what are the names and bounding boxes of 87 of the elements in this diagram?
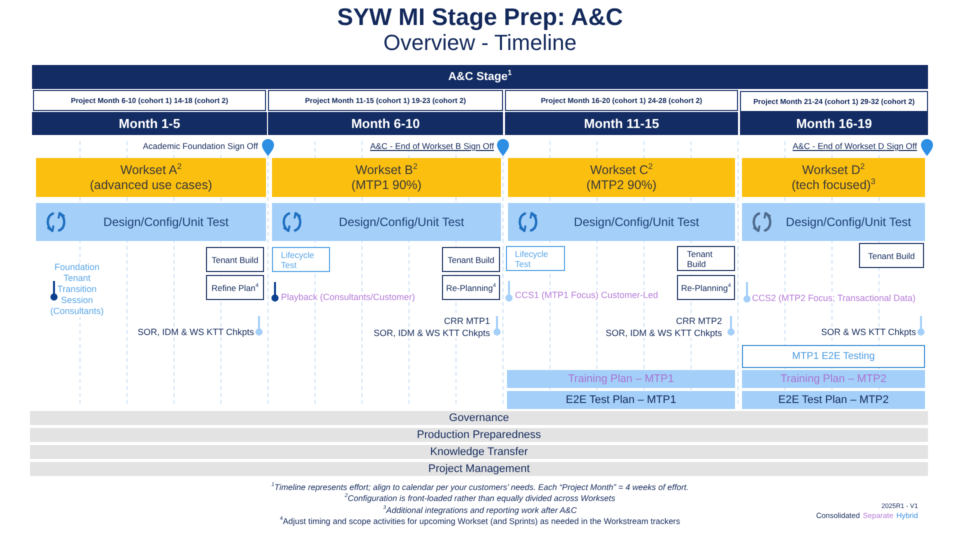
task-text: Tenant Build	[868, 250, 915, 260]
workstream-text: Knowledge Transfer	[430, 446, 528, 458]
milestone-link: A&C - End of Workset D Sign Off	[792, 141, 917, 151]
workset-title: Workset C$^{2}$	[590, 162, 653, 178]
plan-text: Training Plan – MTP2	[780, 373, 886, 385]
plan-bar	[742, 391, 925, 409]
checkpoint-text: SOR & WS KTT Chkpts	[821, 327, 916, 337]
testing-box	[742, 345, 925, 368]
task-text: Tenant Build	[687, 248, 714, 268]
activity-text: Design/Config/Unit Test	[338, 215, 464, 229]
task-box	[272, 247, 330, 272]
task-text: Lifecycle Test	[281, 250, 316, 270]
workset-title: Workset B$^{2}$	[356, 162, 418, 178]
diagram-title: SYW MI Stage Prep: A&C Overview - Timeline	[337, 5, 623, 55]
checkpoint-text: SOR, IDM & WS KTT Chkpts	[374, 328, 490, 338]
milestone-text: Academic Foundation Sign Off	[142, 141, 258, 151]
month-header	[268, 112, 503, 135]
banner-title: A&C Stage$^{1}$	[448, 71, 512, 83]
workstream-bar	[30, 411, 928, 425]
task-text: Refine Plan$^{4}$	[211, 282, 259, 292]
activity-bar	[508, 203, 735, 241]
activity-text: Design/Config/Unit Test	[786, 215, 912, 229]
event-text: CCS1 (MTP1 Focus) Customer-Led	[515, 290, 658, 300]
task-box	[859, 243, 924, 268]
workstream-bar	[30, 445, 928, 459]
footnote: $^{2}$Configuration is front-loaded rather than equally divided across Worksets	[344, 493, 616, 504]
task-box	[442, 247, 500, 272]
plan-text: E2E Test Plan – MTP2	[778, 394, 889, 406]
checkpoint-text: CRR MTP2	[676, 316, 722, 326]
workset-subtitle: (MTP2 90%)	[586, 178, 657, 192]
workset-subtitle: (MTP1 90%)	[351, 178, 422, 192]
task-text: Tenant Build	[448, 254, 494, 264]
task-box	[206, 247, 264, 272]
activity-bar	[742, 203, 925, 241]
plan-bar	[742, 370, 925, 388]
checkpoint-text: SOR, IDM & WS KTT Chkpts	[138, 327, 254, 337]
month-title: Month 11-15	[584, 116, 660, 131]
plan-text: Training Plan – MTP1	[568, 373, 674, 385]
event-text: Playback (Consultants/Customer)	[281, 292, 416, 302]
month-header	[505, 112, 738, 135]
workstream-text: Production Preparedness	[416, 429, 542, 441]
milestone-link: A&C - End of Workset B Sign Off	[370, 141, 494, 151]
month-title: Month 6-10	[351, 116, 420, 131]
footnote: $^{4}$Adjust timing and scope activities for upcoming Workset (and Sprints) as needed in the Workstream trackers	[280, 516, 680, 527]
month-header	[32, 112, 267, 135]
workset-bar	[508, 158, 735, 197]
testing-text: MTP1 E2E Testing	[792, 351, 875, 362]
footnote: $^{3}$Additional integrations and reporting work after A&C	[383, 505, 577, 516]
workset-title: Workset A$^{2}$	[120, 162, 182, 178]
task-box	[677, 275, 735, 300]
month-title: Month 16-19	[796, 116, 872, 131]
workset-bar	[36, 158, 266, 197]
workset-title: Workset D$^{2}$	[802, 162, 865, 178]
activity-text: Design/Config/Unit Test	[103, 215, 229, 229]
task-box	[506, 246, 565, 271]
workset-subtitle: (advanced use cases)	[90, 178, 212, 192]
workset-subtitle: (tech focused)$^{3}$	[792, 178, 876, 192]
activity-text: Design/Config/Unit Test	[574, 215, 700, 229]
month-title: Month 1-5	[118, 116, 180, 131]
activity-bar	[36, 203, 266, 241]
period-box	[33, 90, 266, 111]
period-box	[268, 90, 503, 111]
task-box	[677, 246, 735, 271]
plan-bar	[507, 391, 735, 409]
month-header	[740, 112, 928, 135]
task-box	[442, 275, 500, 300]
task-text: Re-Planning$^{4}$	[446, 282, 496, 292]
event-text: CCS2 (MTP2 Focus; Transactional Data)	[752, 293, 916, 303]
workstream-text: Project Management	[428, 463, 530, 475]
task-box	[206, 275, 264, 300]
period-box	[740, 91, 928, 112]
checkpoint-text: CRR MTP1	[444, 316, 490, 326]
workset-bar	[742, 158, 925, 197]
workstream-bar	[30, 462, 928, 476]
workstream-text: Governance	[449, 412, 509, 424]
plan-bar	[507, 370, 735, 388]
task-text: Re-Planning$^{4}$	[681, 282, 731, 292]
workset-bar	[272, 158, 501, 197]
task-text: Tenant Build	[212, 254, 258, 264]
plan-text: E2E Test Plan – MTP1	[566, 394, 676, 406]
workstream-bar	[30, 428, 928, 442]
checkpoint-text: SOR, IDM & WS KTT Chkpts	[606, 328, 722, 338]
activity-bar	[272, 203, 501, 241]
task-text: Lifecycle Test	[515, 248, 550, 268]
stage-banner	[32, 65, 928, 89]
period-box	[505, 90, 738, 111]
footnote: $^{1}$Timeline represents effort; align to calendar per your customers’ needs. Each “Project Month” = 4 weeks of effort.	[271, 482, 689, 493]
